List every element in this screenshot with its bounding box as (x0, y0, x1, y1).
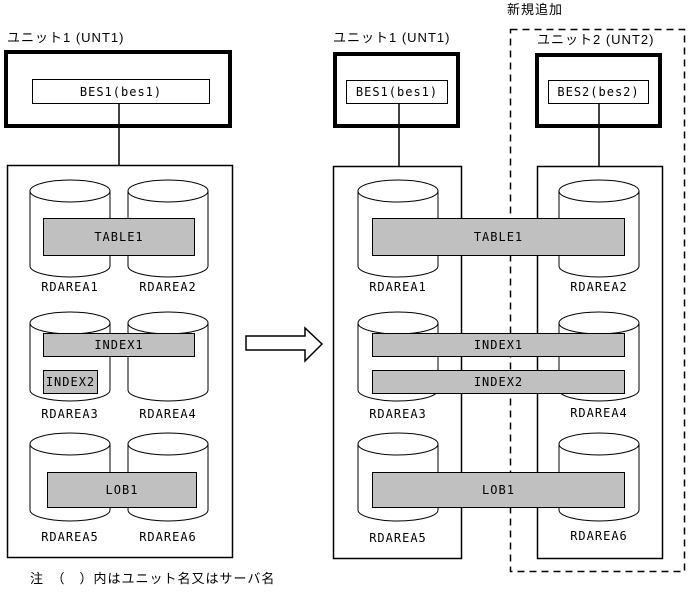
after-lob1-bar: LOB1 (372, 472, 625, 508)
before-unit-title: ユニット1 (UNT1) (7, 30, 125, 45)
after-rdarea4-label: RDAREA4 (570, 406, 628, 420)
before-rdarea6-label: RDAREA6 (139, 530, 197, 544)
after-unit2-title: ユニット2 (UNT2) (537, 32, 655, 47)
before-table1-bar: TABLE1 (43, 218, 195, 256)
footnote: 注 （ ）内はユニット名又はサーバ名 (30, 571, 276, 586)
before-rdarea2-label: RDAREA2 (139, 280, 197, 294)
before-index1-bar: INDEX1 (43, 333, 195, 357)
before-lob1-bar: LOB1 (47, 472, 197, 508)
after-rdarea3-label: RDAREA3 (369, 407, 427, 421)
after-unit1-title: ユニット1 (UNT1) (333, 30, 451, 45)
before-unit-box (4, 50, 232, 128)
before-rdarea3-label: RDAREA3 (41, 407, 99, 421)
before-rdarea-container (6, 164, 234, 559)
after-rdarea1-label: RDAREA1 (369, 280, 427, 294)
after-index1-bar: INDEX1 (372, 333, 625, 357)
after-rdarea6-label: RDAREA6 (570, 529, 628, 543)
before-index2-bar: INDEX2 (43, 370, 98, 394)
before-server-box: BES1(bes1) (32, 79, 210, 104)
before-rdarea5-label: RDAREA5 (41, 530, 99, 544)
new-addition-label: 新規追加 (507, 2, 564, 17)
after-rdarea2-label: RDAREA2 (570, 280, 628, 294)
transition-arrow-icon (245, 326, 324, 363)
after-unit1-server-box: BES1(bes1) (346, 80, 448, 104)
after-index2-bar: INDEX2 (372, 370, 625, 394)
after-rdarea5-label: RDAREA5 (369, 531, 427, 545)
before-rdarea4-label: RDAREA4 (139, 407, 197, 421)
before-rdarea1-label: RDAREA1 (41, 280, 99, 294)
after-table1-bar: TABLE1 (372, 218, 625, 256)
after-unit2-server-box: BES2(bes2) (548, 80, 649, 104)
new-addition-dashed-box (509, 28, 686, 573)
